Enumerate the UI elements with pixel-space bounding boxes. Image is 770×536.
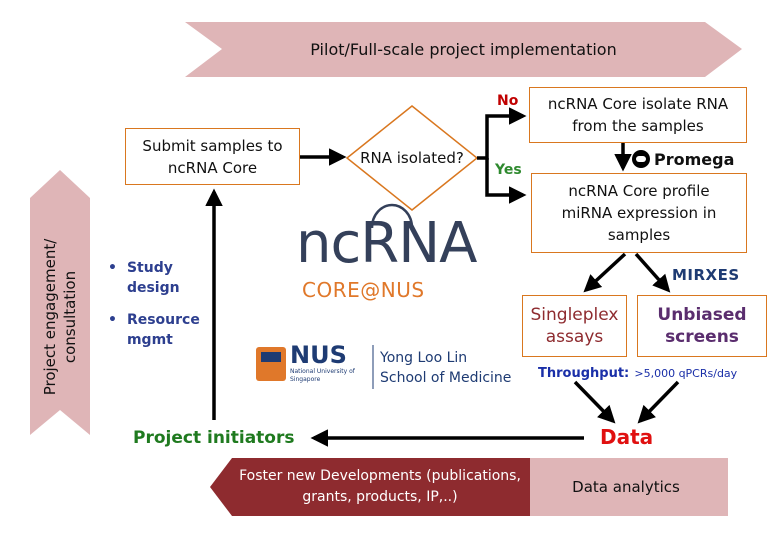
arrow-unbiased-to-data <box>637 380 680 424</box>
bottom-left-banner-label: Foster new Developments (publications, g… <box>239 468 521 505</box>
bottom-left-banner-shape <box>210 458 530 516</box>
yes-label: Yes <box>495 162 522 178</box>
yll-line1: Yong Loo Lin <box>380 350 468 366</box>
mirxes-logo: MIRXES <box>672 266 740 284</box>
bullet-dot: • <box>108 312 117 328</box>
profile-mirna-box: ncRNA Core profile miRNA expression in s… <box>531 173 747 253</box>
nus-subtitle: National University of Singapore <box>290 368 355 383</box>
decision-diamond <box>345 105 479 211</box>
top-banner-shape <box>185 22 742 77</box>
unbiased-text: Unbiased screens <box>657 305 747 347</box>
arrow-profile-to-singleplex <box>583 252 627 293</box>
decision-label: RNA isolated? <box>360 149 464 167</box>
ncrna-rna: RNA <box>360 211 477 276</box>
bottom-right-banner-label: Data analytics <box>572 478 680 496</box>
nus-wordmark: NUS <box>290 341 347 369</box>
promega-icon <box>632 150 650 168</box>
profile-mirna-text: ncRNA Core profile miRNA expression in s… <box>561 182 717 244</box>
promega-text: Promega <box>654 149 735 169</box>
left-banner-shape <box>30 170 90 435</box>
ncrna-logo: ncRNA CORE@NUS <box>296 210 486 340</box>
bullet-text: Resource mgmt <box>126 312 200 348</box>
submit-samples-text: Submit samples to ncRNA Core <box>142 136 283 177</box>
arrow-singleplex-to-data <box>573 380 616 424</box>
data-label: Data <box>600 425 654 449</box>
ncrna-wordmark: ncRNA <box>296 210 486 278</box>
nus-crest-band <box>261 352 281 362</box>
arrow-profile-to-unbiased <box>634 252 671 293</box>
left-banner-label: Project engagement/ consultation <box>41 238 79 396</box>
bullet-item-study-design: • Study design <box>108 258 218 298</box>
yll-school-logo: Yong Loo Lin School of Medicine <box>380 348 511 388</box>
bullet-text: Study design <box>126 260 180 296</box>
promega-logo: Promega <box>632 147 738 171</box>
unbiased-box: Unbiased screens <box>637 295 767 357</box>
ncrna-nc: nc <box>296 211 361 276</box>
no-label: No <box>497 93 519 109</box>
singleplex-box: Singleplex assays <box>522 295 627 357</box>
throughput-label: Throughput: <box>538 366 630 381</box>
bullet-dot: • <box>108 260 117 276</box>
yll-line2: School of Medicine <box>380 370 512 386</box>
project-initiators-label: Project initiators <box>133 428 295 448</box>
bullet-item-resource-mgmt: • Resource mgmt <box>108 310 218 350</box>
bullet-list: • Study design • Resource mgmt <box>108 258 218 350</box>
nus-logo: NUS National University of Singapore <box>290 342 370 384</box>
arrow-decision-yes <box>485 158 527 204</box>
ncrna-hairpin-mark <box>370 203 414 229</box>
ncrna-core-text: CORE@NUS <box>302 278 425 302</box>
throughput-value: >5,000 qPCRs/day <box>634 367 738 380</box>
singleplex-text: Singleplex assays <box>530 305 619 347</box>
bottom-right-banner-shape <box>500 458 728 516</box>
isolate-rna-box: ncRNA Core isolate RNA from the samples <box>529 87 747 143</box>
arrow-decision-branch <box>477 107 527 160</box>
submit-samples-box: Submit samples to ncRNA Core <box>125 128 300 185</box>
isolate-rna-text: ncRNA Core isolate RNA from the samples <box>547 95 729 135</box>
top-banner-label: Pilot/Full-scale project implementation <box>310 40 617 59</box>
throughput-line: Throughput: >5,000 qPCRs/day <box>538 362 737 381</box>
